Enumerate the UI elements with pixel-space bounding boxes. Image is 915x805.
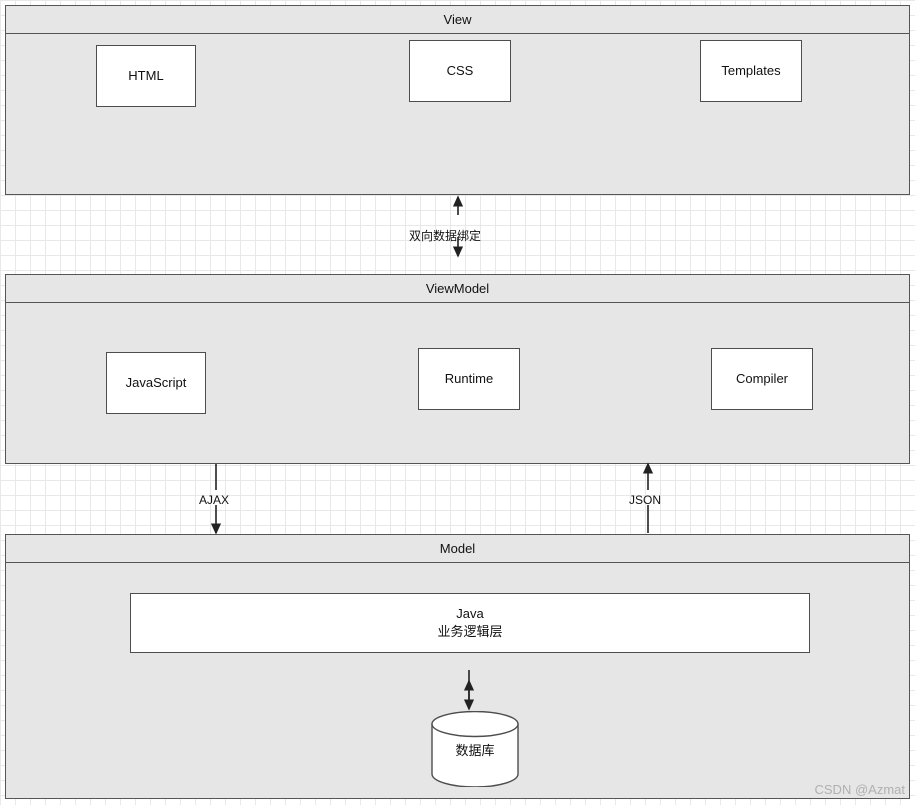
node-runtime[interactable]: Runtime: [418, 348, 520, 410]
watermark: CSDN @Azmat: [814, 782, 906, 797]
database-label: 数据库: [455, 742, 495, 758]
node-java-business-layer[interactable]: Java 业务逻辑层: [130, 593, 810, 653]
layer-model: Model Java 业务逻辑层 数据库: [5, 534, 910, 799]
edge-label-two-way-binding: 双向数据绑定: [409, 229, 482, 243]
node-java-label-line2: 业务逻辑层: [437, 624, 503, 639]
node-javascript[interactable]: JavaScript: [106, 352, 206, 414]
database-icon: [431, 710, 519, 788]
layer-viewmodel-title: ViewModel: [6, 275, 909, 303]
node-templates[interactable]: Templates: [700, 40, 802, 102]
node-compiler[interactable]: Compiler: [711, 348, 813, 410]
edge-label-ajax: AJAX: [199, 493, 230, 507]
layer-view: View HTML CSS Templates: [5, 5, 910, 195]
node-java-label-line1: Java: [456, 606, 484, 622]
layer-viewmodel: ViewModel JavaScript Runtime Compiler: [5, 274, 910, 464]
node-html[interactable]: HTML: [96, 45, 196, 107]
node-css[interactable]: CSS: [409, 40, 511, 102]
layer-model-title: Model: [6, 535, 909, 563]
node-database[interactable]: 数据库: [430, 710, 520, 788]
edge-label-json: JSON: [629, 493, 662, 507]
layer-view-title: View: [6, 6, 909, 34]
